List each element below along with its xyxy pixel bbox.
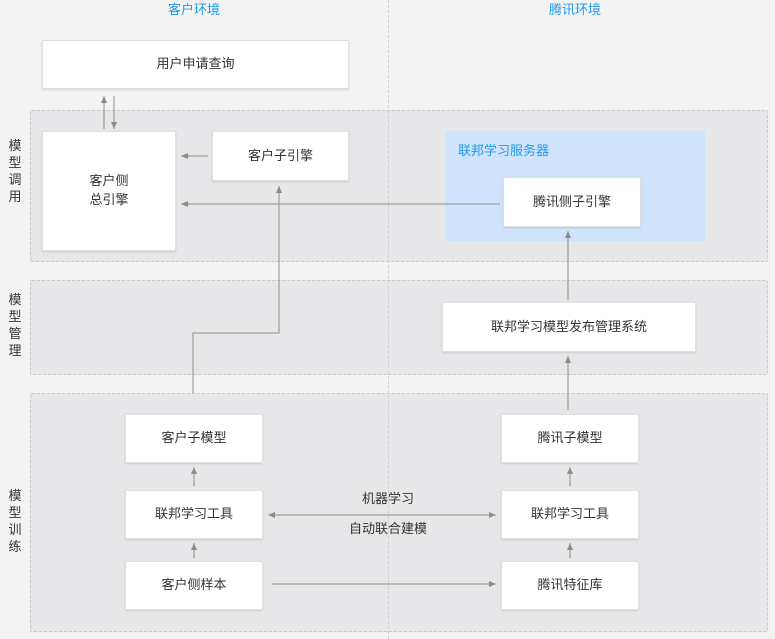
zone-label-train: 模 型 训 练 bbox=[8, 489, 22, 555]
zone-label-manage: 模 型 管 理 bbox=[8, 293, 22, 359]
client-samples-box: 客户侧样本 bbox=[125, 561, 263, 610]
ml-label: 机器学习 bbox=[361, 492, 414, 507]
client-sub-model-box: 客户子模型 bbox=[125, 414, 263, 463]
auto-joint-modeling-label: 自动联合建模 bbox=[348, 522, 427, 537]
fed-server-title: 联邦学习服务器 bbox=[458, 144, 550, 159]
environment-separator bbox=[388, 0, 389, 639]
zone-label-invoke: 模 型 调 用 bbox=[8, 139, 22, 205]
tencent-environment-title: 腾讯环境 bbox=[548, 3, 601, 18]
tencent-sub-engine-box: 腾讯侧子引擎 bbox=[503, 177, 641, 227]
fed-model-mgmt-box: 联邦学习模型发布管理系统 bbox=[442, 302, 696, 352]
client-environment-title: 客户环境 bbox=[167, 3, 220, 18]
user-query-box: 用户申请查询 bbox=[42, 40, 349, 89]
arrow-client-model-to-sub-engine bbox=[192, 186, 282, 393]
tencent-fl-tool-box: 联邦学习工具 bbox=[501, 490, 639, 539]
tencent-sub-model-box: 腾讯子模型 bbox=[501, 414, 639, 463]
client-sub-engine-box: 客户子引擎 bbox=[212, 131, 349, 181]
client-master-engine-box: 客户侧 总引擎 bbox=[42, 131, 176, 251]
client-fl-tool-box: 联邦学习工具 bbox=[125, 490, 263, 539]
tencent-features-box: 腾讯特征库 bbox=[501, 561, 639, 610]
